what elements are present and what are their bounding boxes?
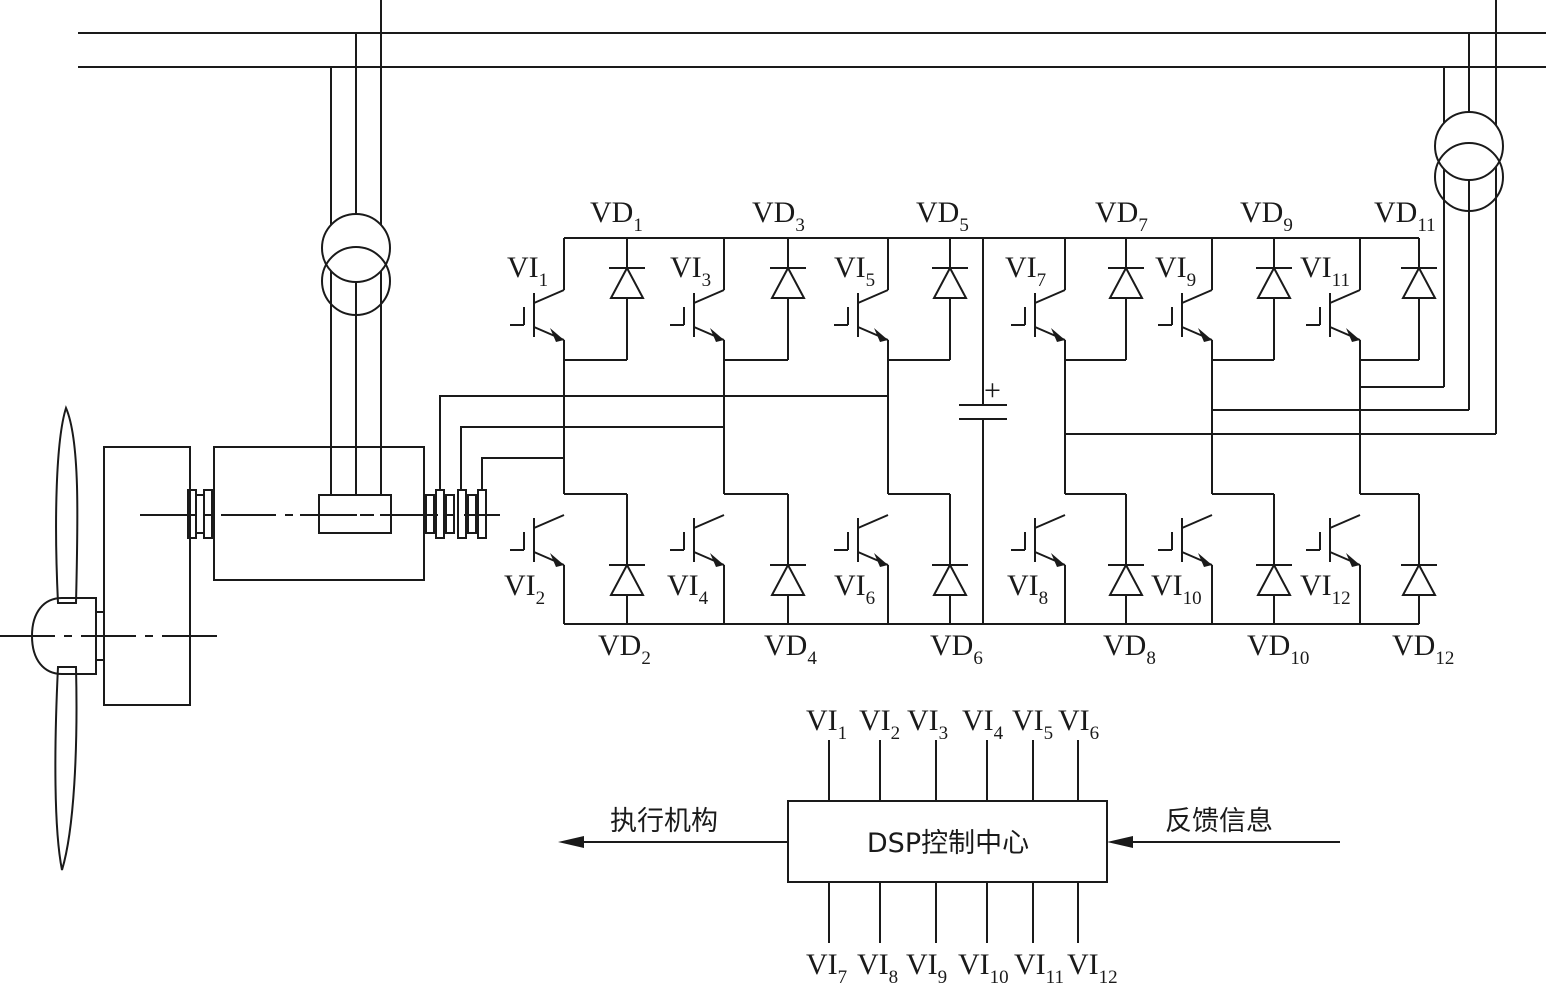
label-vd-4: VD4 <box>764 629 817 669</box>
converter-leg-1 <box>510 238 645 624</box>
diode-upper-5 <box>1256 265 1292 299</box>
label-vi-12: VI12 <box>1300 569 1351 609</box>
dc-capacitor <box>959 238 1007 624</box>
igbt-upper-5 <box>1158 289 1213 342</box>
converter-leg-3 <box>834 238 968 624</box>
converter-leg-6 <box>1306 238 1437 624</box>
grid-bus <box>78 32 1546 68</box>
label-vi-8: VI8 <box>1007 569 1048 609</box>
label-vi-3: VI3 <box>670 251 711 291</box>
label-vd-1: VD1 <box>590 196 643 236</box>
input-label: 反馈信息 <box>1165 806 1273 837</box>
label-vi-10: VI10 <box>1151 569 1202 609</box>
turbine-rotor <box>0 405 220 871</box>
label-vi-1: VI1 <box>507 251 548 291</box>
igbt-lower-1 <box>510 514 565 567</box>
bottom-pin-label-5: VI11 <box>1014 948 1064 984</box>
igbt-upper-1 <box>510 289 565 342</box>
right-transformer <box>1434 111 1504 212</box>
igbt-lower-4 <box>1011 514 1066 567</box>
capacitor-plus-label: + <box>984 374 1001 407</box>
label-vd-10: VD10 <box>1247 629 1309 669</box>
converter-legs <box>510 238 1437 624</box>
label-vd-9: VD9 <box>1240 196 1293 236</box>
diode-lower-5 <box>1256 562 1292 596</box>
diode-upper-6 <box>1401 265 1437 299</box>
label-vd-12: VD12 <box>1392 629 1454 669</box>
top-pin-label-1: VI1 <box>806 704 847 744</box>
top-pin-label-2: VI2 <box>859 704 900 744</box>
label-vi-5: VI5 <box>834 251 875 291</box>
label-vi-6: VI6 <box>834 569 875 609</box>
slip-rings <box>425 489 487 539</box>
diode-lower-6 <box>1401 562 1437 596</box>
igbt-upper-2 <box>670 289 725 342</box>
top-pin-label-3: VI3 <box>907 704 948 744</box>
diode-lower-4 <box>1108 562 1144 596</box>
grid-leads <box>1065 386 1496 435</box>
igbt-upper-4 <box>1011 289 1066 342</box>
igbt-lower-3 <box>834 514 889 567</box>
diode-lower-2 <box>770 562 806 596</box>
diode-lower-1 <box>609 562 645 596</box>
label-vd-3: VD3 <box>752 196 805 236</box>
converter-leg-2 <box>670 238 806 624</box>
grid-side-feeder <box>1443 0 1497 434</box>
dsp-controller: DSP控制中心 <box>787 800 1108 883</box>
top-pin-label-6: VI6 <box>1058 704 1099 744</box>
generator <box>140 446 500 581</box>
label-vi-11: VI11 <box>1300 251 1350 291</box>
diode-upper-4 <box>1108 265 1144 299</box>
igbt-upper-6 <box>1306 289 1361 342</box>
igbt-upper-3 <box>834 289 889 342</box>
igbt-lower-5 <box>1158 514 1213 567</box>
input-arrow: 反馈信息 <box>1107 806 1340 848</box>
label-vi-9: VI9 <box>1155 251 1196 291</box>
rotor-leads <box>439 395 888 490</box>
top-pin-label-4: VI4 <box>962 704 1004 744</box>
output-arrow: 执行机构 <box>558 806 788 848</box>
bottom-pin-label-2: VI8 <box>857 948 898 984</box>
label-vi-7: VI7 <box>1005 251 1046 291</box>
igbt-lower-2 <box>670 514 725 567</box>
label-vi-4: VI4 <box>667 569 709 609</box>
igbt-lower-6 <box>1306 514 1361 567</box>
label-vd-5: VD5 <box>916 196 969 236</box>
bottom-pin-label-6: VI12 <box>1067 948 1118 984</box>
top-pin-label-5: VI5 <box>1012 704 1053 744</box>
diode-upper-2 <box>770 265 806 299</box>
label-vd-2: VD2 <box>598 629 651 669</box>
diode-upper-1 <box>609 265 645 299</box>
dsp-controller-title: DSP控制中心 <box>867 828 1029 859</box>
bottom-pin-label-4: VI10 <box>958 948 1009 984</box>
diode-lower-3 <box>932 562 968 596</box>
diode-upper-3 <box>932 265 968 299</box>
device-labels: VD1VD2VI1VI2VD3VD4VI3VI4VD5VD6VI5VI6VD7V… <box>504 196 1454 669</box>
label-vd-8: VD8 <box>1103 629 1156 669</box>
label-vd-6: VD6 <box>930 629 983 669</box>
label-vi-2: VI2 <box>504 569 545 609</box>
bottom-pin-label-3: VI9 <box>906 948 947 984</box>
output-label: 执行机构 <box>610 806 718 837</box>
label-vd-7: VD7 <box>1095 196 1148 236</box>
left-transformer <box>321 213 391 316</box>
bottom-pin-label-1: VI7 <box>806 948 847 984</box>
converter-leg-5 <box>1158 238 1292 624</box>
label-vd-11: VD11 <box>1374 196 1436 236</box>
converter-leg-4 <box>1011 238 1144 624</box>
gearbox <box>103 446 191 706</box>
dc-bus <box>564 237 1419 625</box>
